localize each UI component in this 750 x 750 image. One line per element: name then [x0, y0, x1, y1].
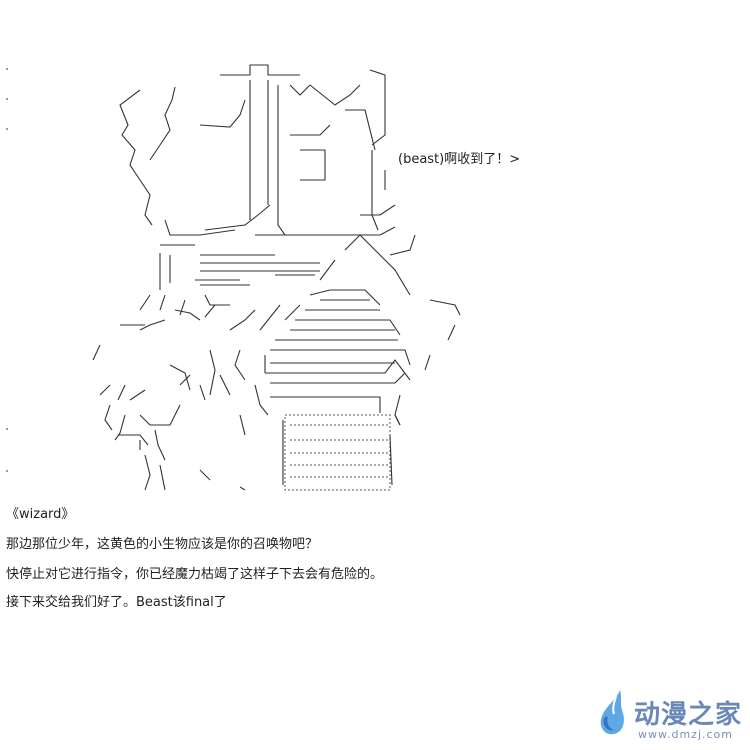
watermark: 动漫之家 www.dmzj.com	[592, 688, 742, 744]
speaker-label: 《wizard》	[6, 507, 75, 522]
watermark-name: 动漫之家	[634, 700, 743, 730]
watermark-url: www.dmzj.com	[638, 728, 733, 741]
margin-dot	[6, 428, 8, 430]
margin-dot	[6, 68, 8, 70]
dialog-line: 快停止对它进行指令，你已经魔力枯竭了这样子下去会有危险的。	[6, 567, 384, 582]
dialog-line: 接下来交给我们好了。Beast该final了	[6, 595, 227, 610]
watermark-logo-icon	[600, 690, 624, 735]
margin-dot	[6, 98, 8, 100]
ascii-art-illustration	[92, 64, 461, 491]
margin-dot	[6, 470, 8, 472]
margin-dot	[6, 128, 8, 130]
speech-bubble: (beast)啊收到了！>	[398, 152, 521, 167]
dialog-line: 那边那位少年，这黄色的小生物应该是你的召唤物吧？	[6, 537, 319, 552]
